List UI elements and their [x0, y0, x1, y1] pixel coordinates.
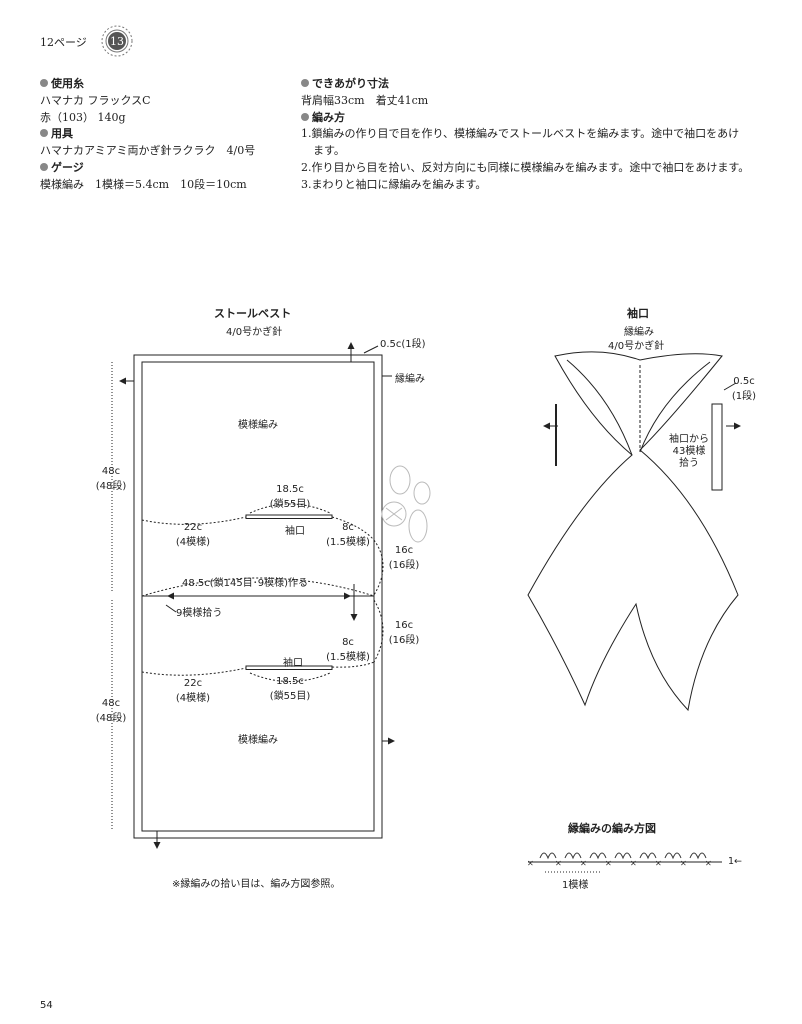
foundation-label: 48.5c(鎖145目･9模様)作る — [182, 578, 309, 589]
method-heading: 編み方 — [301, 109, 345, 125]
svg-text:✕: ✕ — [630, 859, 637, 868]
bullet-icon — [40, 129, 48, 137]
side-lower-dim: 16c(16段) — [388, 620, 420, 646]
stole-outline — [133, 354, 383, 839]
armhole-upper-label: 袖口 — [285, 526, 305, 537]
flower-badge-icon: 13 — [100, 24, 134, 58]
right-upper-dim: 8c(1.5模様) — [326, 522, 370, 548]
yarn-color: 赤（103） 140g — [40, 111, 126, 124]
stole-hook: 4/0号かぎ針 — [226, 327, 283, 338]
page-reference: 12ページ — [40, 36, 87, 49]
cuff-edging: 縁編み — [624, 327, 654, 338]
right-lower-dim: 8c(1.5模様) — [326, 637, 370, 663]
armhole-upper-width: 18.5c(鎖55目) — [269, 484, 311, 510]
cuff-title: 袖口 — [627, 307, 649, 320]
page-number: 54 — [40, 1000, 53, 1011]
method-step: 1.鎖編みの作り目で目を作り、模様編みでストールベストを編みます。途中で袖口をあ… — [301, 127, 740, 140]
height-lower: 48c(48段) — [95, 698, 127, 724]
bullet-icon — [40, 79, 48, 87]
yarn-name: ハマナカ フラックスC — [40, 94, 151, 107]
armhole-upper — [245, 514, 333, 519]
bullet-icon — [301, 113, 309, 121]
repeat-label: 1模様 — [562, 880, 589, 891]
pickup-label: 9模様拾う — [176, 608, 223, 619]
bullet-icon — [301, 79, 309, 87]
gauge-value: 模様編み 1模様＝5.4cm 10段＝10cm — [40, 178, 247, 191]
cuff-hook: 4/0号かぎ針 — [608, 341, 665, 352]
armhole-lower-width: 18.5c(鎖55目) — [269, 676, 311, 702]
gauge-heading: ゲージ — [40, 159, 84, 175]
edging-chart-title: 縁編みの編み方図 — [568, 822, 656, 835]
method-step: 3.まわりと袖口に縁編みを編みます。 — [301, 178, 487, 191]
method-step: 2.作り目から目を拾い、反対方向にも同様に模様編みを編みます。途中で袖口をあけま… — [301, 161, 750, 174]
stitch-symbols: ✕ ✕ ✕ ✕ ✕ ✕ ✕ ✕ — [527, 852, 712, 868]
edging-label: 縁編み — [395, 374, 425, 385]
tools-value: ハマナカアミアミ両かぎ針ラクラク 4/0号 — [40, 144, 256, 157]
left-lower-dim: 22c(4模様) — [175, 678, 211, 704]
svg-text:✕: ✕ — [605, 859, 612, 868]
size-value: 背肩幅33cm 着丈41cm — [301, 94, 429, 107]
svg-text:✕: ✕ — [705, 859, 712, 868]
cactus-watermark-icon — [381, 465, 431, 543]
cuff-width-dim: 0.5c(1段) — [731, 376, 757, 402]
svg-text:✕: ✕ — [655, 859, 662, 868]
left-upper-dim: 22c(4模様) — [175, 522, 211, 548]
pattern-label-lower: 模様編み — [238, 735, 278, 746]
bullet-icon — [40, 163, 48, 171]
armhole-lower-label: 袖口 — [283, 658, 303, 669]
svg-text:✕: ✕ — [580, 859, 587, 868]
tools-heading: 用具 — [40, 125, 73, 141]
row-marker: 1← — [728, 856, 743, 867]
vest-outline — [527, 351, 739, 712]
svg-text:✕: ✕ — [527, 859, 534, 868]
armhole-lower — [245, 665, 333, 670]
height-upper: 48c(48段) — [95, 466, 127, 492]
method-step: ます。 — [313, 144, 345, 157]
stole-title: ストールベスト — [214, 307, 292, 320]
svg-text:✕: ✕ — [555, 859, 562, 868]
yarn-heading: 使用糸 — [40, 75, 84, 91]
edge-top-label: 0.5c(1段) — [380, 339, 426, 350]
side-upper-dim: 16c(16段) — [388, 545, 420, 571]
pattern-label-upper: 模様編み — [238, 420, 278, 431]
stole-note: ※縁編みの拾い目は、編み方図参照。 — [172, 879, 341, 890]
svg-text:✕: ✕ — [680, 859, 687, 868]
badge-number: 13 — [110, 35, 124, 48]
size-heading: できあがり寸法 — [301, 75, 389, 91]
